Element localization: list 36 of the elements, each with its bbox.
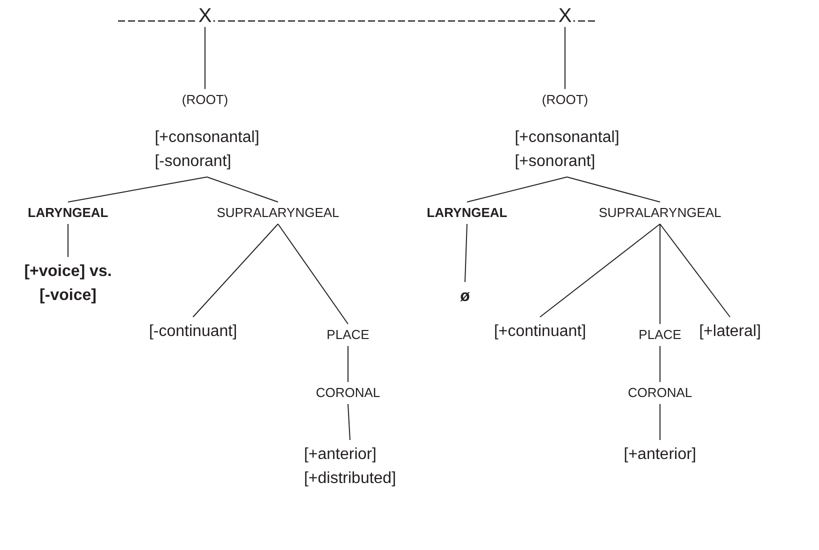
feature-label: [+consonantal] (514, 128, 620, 148)
timing-slot: X (558, 8, 572, 24)
association-line (464, 224, 468, 282)
feature-label: [+lateral] (699, 322, 761, 342)
feature-label: [+continuant] (494, 322, 586, 342)
feature-label: [-sonorant] (154, 152, 232, 172)
feature-label: [+voice] vs. [-voice] (23, 262, 113, 306)
association-line (192, 224, 278, 318)
node-label: (ROOT) (182, 92, 228, 108)
association-line (348, 404, 350, 440)
feature-label: [+consonantal] (154, 128, 260, 148)
node-label: PLACE (326, 327, 370, 343)
node-label: LARYNGEAL (426, 205, 508, 221)
association-line (660, 224, 730, 318)
feature-label: [-continuant] (148, 322, 238, 342)
node-label: SUPRALARYNGEAL (598, 205, 722, 221)
node-label: PLACE (638, 327, 682, 343)
feature-label: [+sonorant] (514, 152, 596, 172)
association-line (564, 26, 566, 90)
association-line (566, 176, 660, 202)
association-line (540, 224, 660, 318)
association-line (466, 176, 568, 202)
association-line (204, 26, 206, 90)
feature-label: [+anterior] (304, 445, 376, 465)
feature-label: [+distributed] (304, 469, 396, 489)
association-line (206, 176, 278, 202)
node-label: SUPRALARYNGEAL (216, 205, 340, 221)
node-label: CORONAL (316, 385, 380, 401)
association-line (278, 224, 348, 324)
association-line (68, 176, 208, 202)
node-label: (ROOT) (542, 92, 588, 108)
timing-slot: X (198, 8, 212, 24)
node-label: LARYNGEAL (28, 205, 108, 221)
null-symbol: ø (460, 287, 470, 307)
node-label: CORONAL (628, 385, 692, 401)
feature-label: [+anterior] (624, 445, 696, 465)
